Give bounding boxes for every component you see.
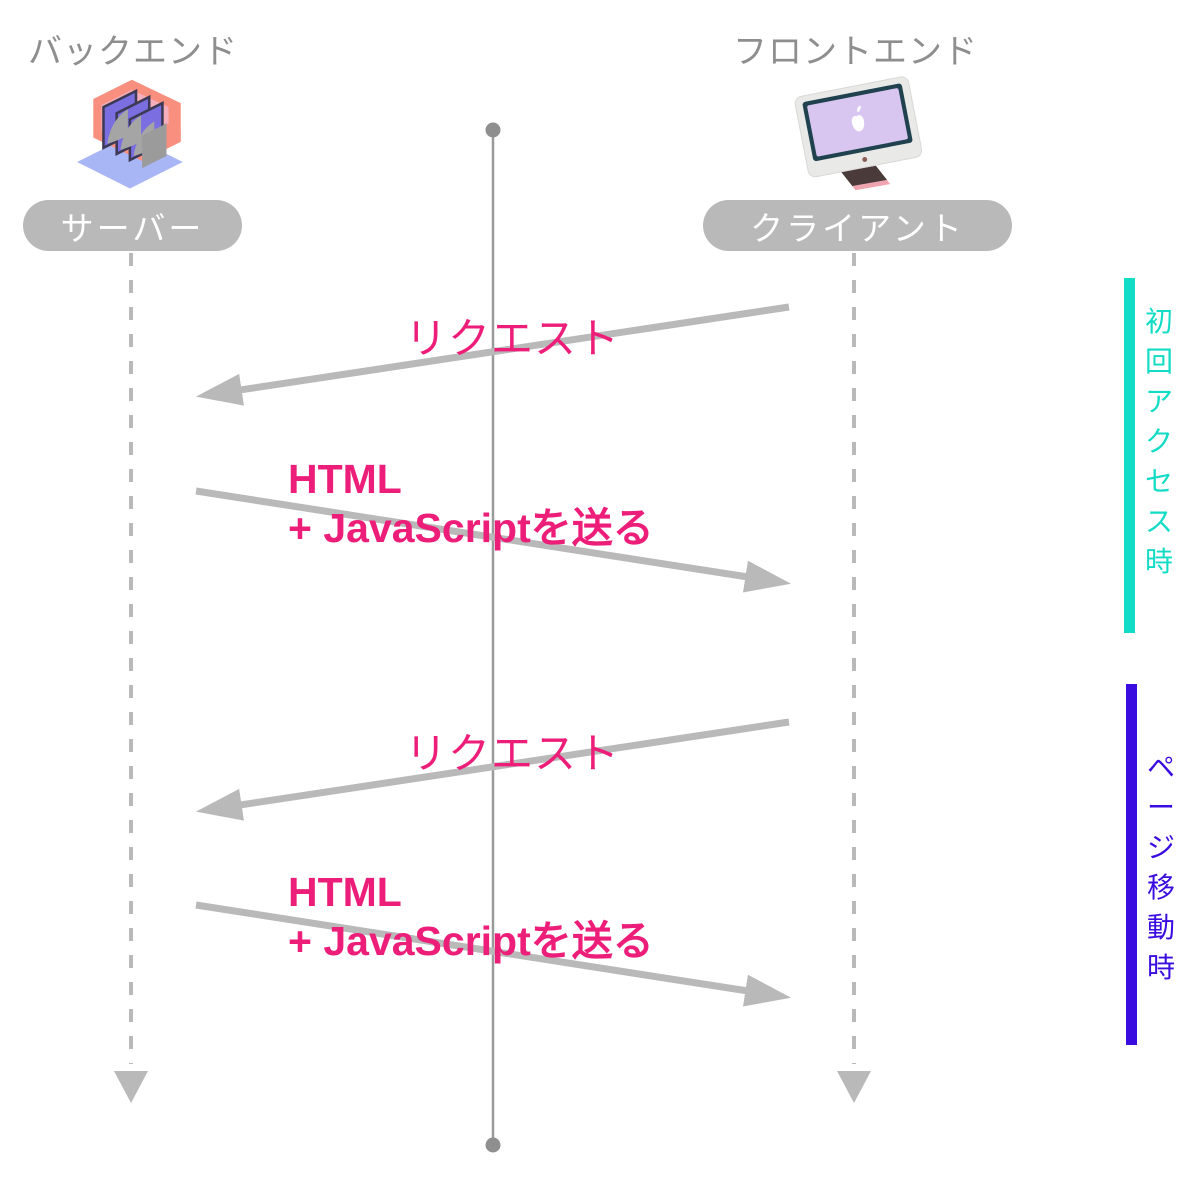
response-arrow-1: [195, 487, 792, 593]
phase1-char: 回: [1144, 346, 1173, 377]
phase1-char: ク: [1144, 426, 1173, 457]
request-arrow-2: [195, 718, 790, 821]
server-pill-label: サーバー: [60, 209, 205, 247]
phase2-char: 動: [1146, 912, 1175, 943]
client-pill: クライアント: [703, 200, 1012, 251]
client-lifeline-arrowhead-icon: [837, 1071, 871, 1103]
phase1-char: ア: [1144, 386, 1173, 417]
response-label-2-line2: + JavaScriptを送る: [288, 918, 654, 964]
timeline-top-dot: [485, 122, 501, 138]
phase2-bar: [1126, 684, 1137, 1045]
response-label-1: HTML + JavaScriptを送る: [288, 455, 654, 553]
response-label-1-line2: + JavaScriptを送る: [288, 505, 654, 551]
frontend-title: フロントエンド: [733, 33, 978, 71]
phase2-char: ジ: [1146, 832, 1175, 863]
phase2-char: 移: [1146, 872, 1175, 903]
imac-monitor-icon: [794, 76, 923, 191]
phase1-char: ス: [1144, 506, 1173, 537]
server-lifeline: [114, 253, 148, 1103]
client-lifeline: [837, 253, 871, 1103]
phase1-char: 初: [1144, 306, 1173, 337]
request-label-2: リクエスト: [405, 730, 621, 777]
phase2-char: ペ: [1146, 752, 1175, 783]
center-timeline: [485, 122, 501, 1153]
response-arrow-2: [195, 901, 792, 1007]
phase2-char: ー: [1146, 792, 1175, 823]
client-pill-label: クライアント: [750, 209, 965, 247]
phase1-char: セ: [1144, 466, 1173, 497]
response-label-2-line1: HTML: [288, 869, 402, 915]
response-label-2: HTML + JavaScriptを送る: [288, 868, 654, 966]
phase1-label: 初 回 ア ク セ ス 時: [1142, 302, 1176, 582]
server-lifeline-arrowhead-icon: [114, 1071, 148, 1103]
request-label-1: リクエスト: [405, 315, 621, 362]
server-icon: [77, 79, 183, 189]
phase2-label: ペ ー ジ 移 動 時: [1144, 748, 1178, 988]
timeline-bottom-dot: [485, 1137, 501, 1153]
server-pill: サーバー: [23, 200, 242, 251]
phase2-char: 時: [1146, 952, 1175, 983]
response-label-1-line1: HTML: [288, 456, 402, 502]
phase1-char: 時: [1144, 546, 1173, 577]
request-arrow-1: [195, 303, 790, 406]
phase1-bar: [1124, 278, 1135, 633]
backend-title: バックエンド: [28, 33, 238, 71]
